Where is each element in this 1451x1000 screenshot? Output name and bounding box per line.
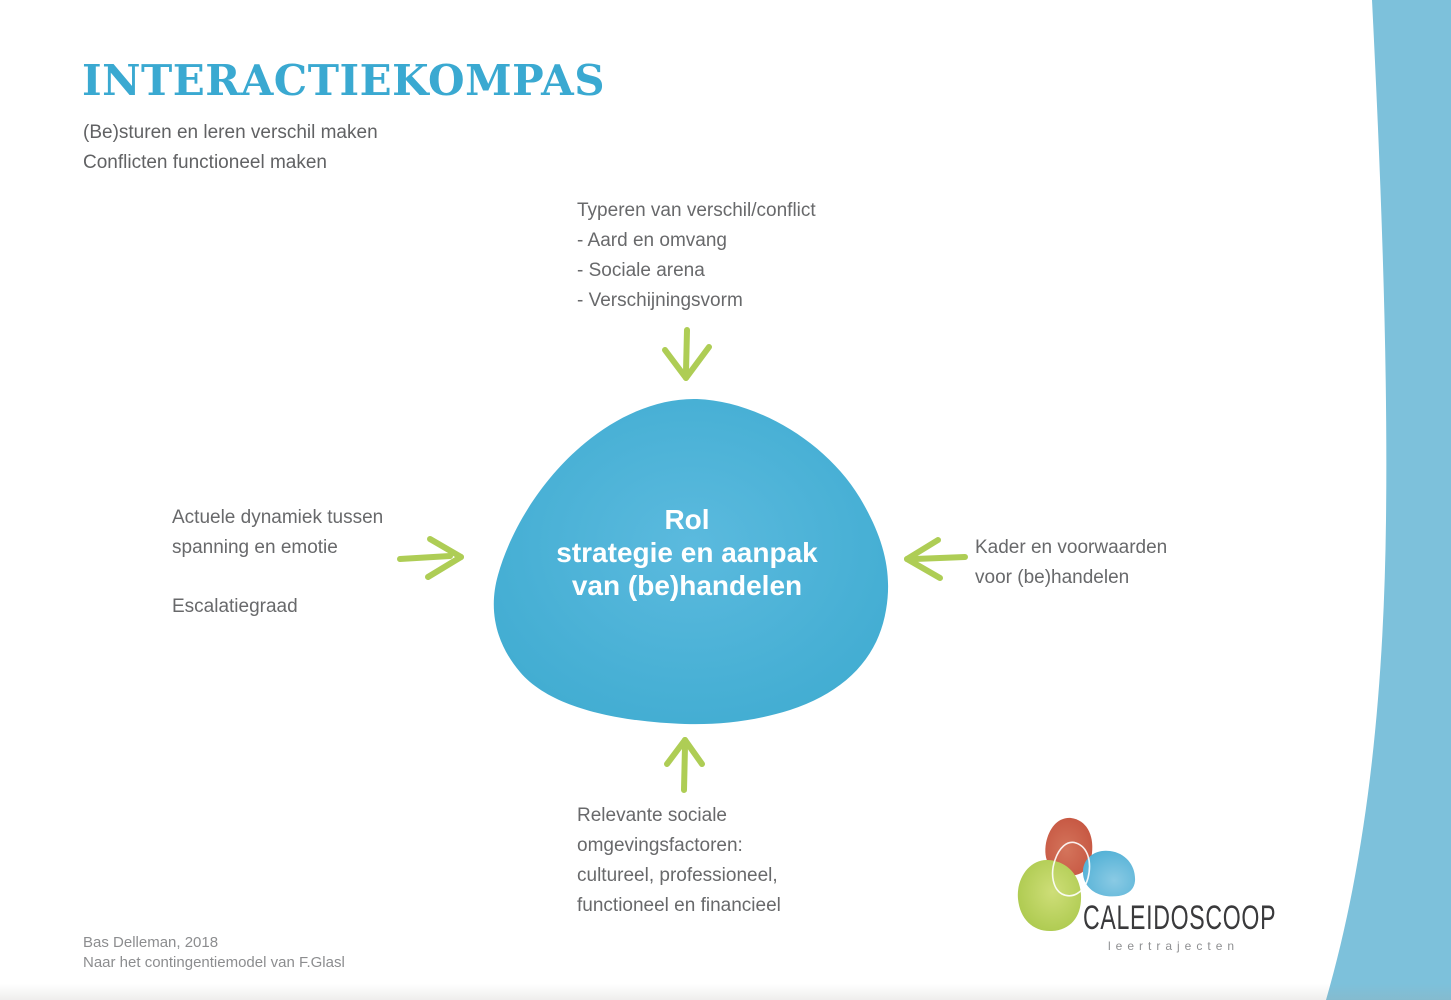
- center-blob-shape: [493, 398, 889, 725]
- label-line: cultureel, professioneel,: [577, 865, 778, 886]
- credit-text: Bas Delleman, 2018 Naar het contingentie…: [83, 933, 345, 973]
- label-line: omgevingsfactoren:: [577, 835, 743, 856]
- label-line: Typeren van verschil/conflict: [577, 200, 816, 221]
- right-arrow-icon: [397, 536, 464, 580]
- label-omgevingsfactoren: Relevante sociale omgevingsfactoren: cul…: [577, 801, 781, 921]
- page-title: INTERACTIEKOMPAS: [82, 56, 606, 105]
- label-line: - Verschijningsvorm: [577, 290, 743, 311]
- left-arrow-icon: [904, 537, 968, 581]
- up-arrow-icon: [664, 737, 705, 793]
- credit-line: Bas Delleman, 2018: [83, 934, 219, 951]
- label-line: spanning en emotie: [172, 537, 338, 558]
- logo-wordmark: CALEIDOSCOOP: [1083, 899, 1277, 937]
- subtitle-line: (Be)sturen en leren verschil maken: [83, 122, 378, 143]
- label-line: voor (be)handelen: [975, 567, 1130, 588]
- label-kader: Kader en voorwaarden voor (be)handelen: [975, 533, 1167, 593]
- caleidoscoop-logo-mark: [1017, 817, 1136, 932]
- blob-text-line: Rol: [664, 504, 710, 535]
- label-line: - Sociale arena: [577, 260, 705, 281]
- page-subtitle: (Be)sturen en leren verschil maken Confl…: [83, 118, 378, 178]
- credit-line: Naar het contingentiemodel van F.Glasl: [83, 954, 345, 971]
- logo-tagline: leertrajecten: [1108, 939, 1240, 953]
- label-typeren: Typeren van verschil/conflict - Aard en …: [577, 196, 816, 316]
- label-line: - Aard en omvang: [577, 230, 727, 251]
- center-blob-text: Rol strategie en aanpak van (be)handelen: [507, 503, 867, 602]
- subtitle-line: Conflicten functioneel maken: [83, 152, 327, 173]
- page-edge-band: [1326, 0, 1451, 1000]
- label-line: Actuele dynamiek tussen: [172, 507, 384, 528]
- blob-text-line: van (be)handelen: [571, 570, 803, 601]
- logo-red-blob: [1045, 817, 1093, 876]
- page-bottom-shadow: [0, 984, 1451, 1000]
- label-line: Relevante sociale: [577, 805, 727, 826]
- down-arrow-icon: [662, 327, 712, 381]
- logo-green-blob: [1017, 859, 1082, 932]
- label-escalatiegraad: Escalatiegraad: [172, 596, 298, 617]
- label-line: functioneel en financieel: [577, 895, 781, 916]
- label-line: Kader en voorwaarden: [975, 537, 1168, 558]
- label-actuele-dynamiek: Actuele dynamiek tussen spanning en emot…: [172, 503, 383, 563]
- blob-text-line: strategie en aanpak: [556, 537, 818, 568]
- logo-blue-blob: [1082, 850, 1136, 897]
- logo-outline-blob: [1051, 841, 1091, 897]
